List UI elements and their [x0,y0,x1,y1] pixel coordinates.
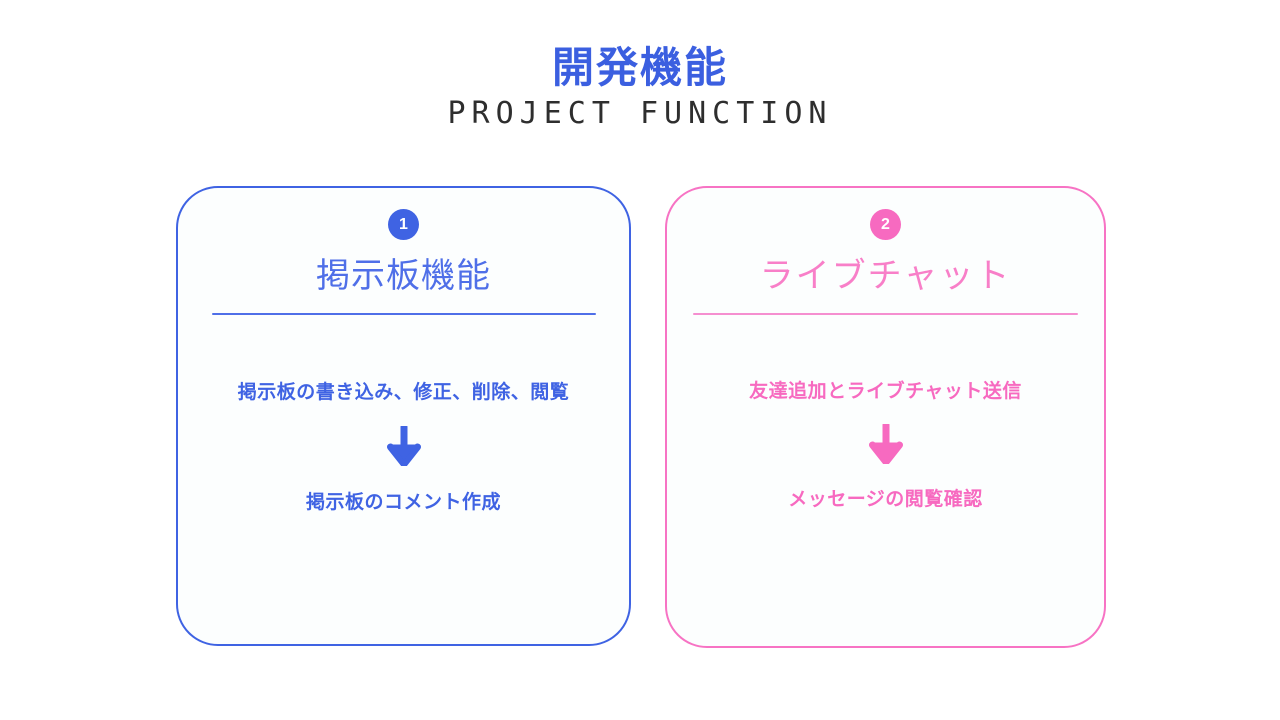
card-step-1-text: 掲示板の書き込み、修正、削除、閲覧 [237,382,570,404]
card-body: 友達追加とライブチャット送信 メッセージの閲覧確認 [667,315,1104,646]
feature-card-list: 1 掲示板機能 掲示板の書き込み、修正、削除、閲覧 掲示板のコメント作成 2 ラ… [0,186,1280,656]
card-step-1-text: 友達追加とライブチャット送信 [749,381,1022,403]
card-divider [693,312,1078,316]
feature-card-live-chat[interactable]: 2 ライブチャット 友達追加とライブチャット送信 メッセージの閲覧確認 [665,186,1106,648]
page-header: 開発機能 PROJECT FUNCTION [0,44,1280,130]
page-subtitle: PROJECT FUNCTION [447,96,833,132]
down-arrow-icon [868,421,903,469]
card-step-2-text: メッセージの閲覧確認 [788,488,983,510]
card-step-2-text: 掲示板のコメント作成 [305,491,501,513]
page-title: 開発機能 [551,44,728,91]
card-title: ライブチャット [759,257,1012,295]
card-body: 掲示板の書き込み、修正、削除、閲覧 掲示板のコメント作成 [178,315,629,644]
down-arrow-icon [386,423,421,471]
card-number-badge: 2 [870,209,901,240]
feature-card-bulletin-board[interactable]: 1 掲示板機能 掲示板の書き込み、修正、削除、閲覧 掲示板のコメント作成 [176,186,631,646]
card-title: 掲示板機能 [316,257,491,295]
card-number-badge: 1 [388,209,419,240]
card-divider [211,312,596,316]
